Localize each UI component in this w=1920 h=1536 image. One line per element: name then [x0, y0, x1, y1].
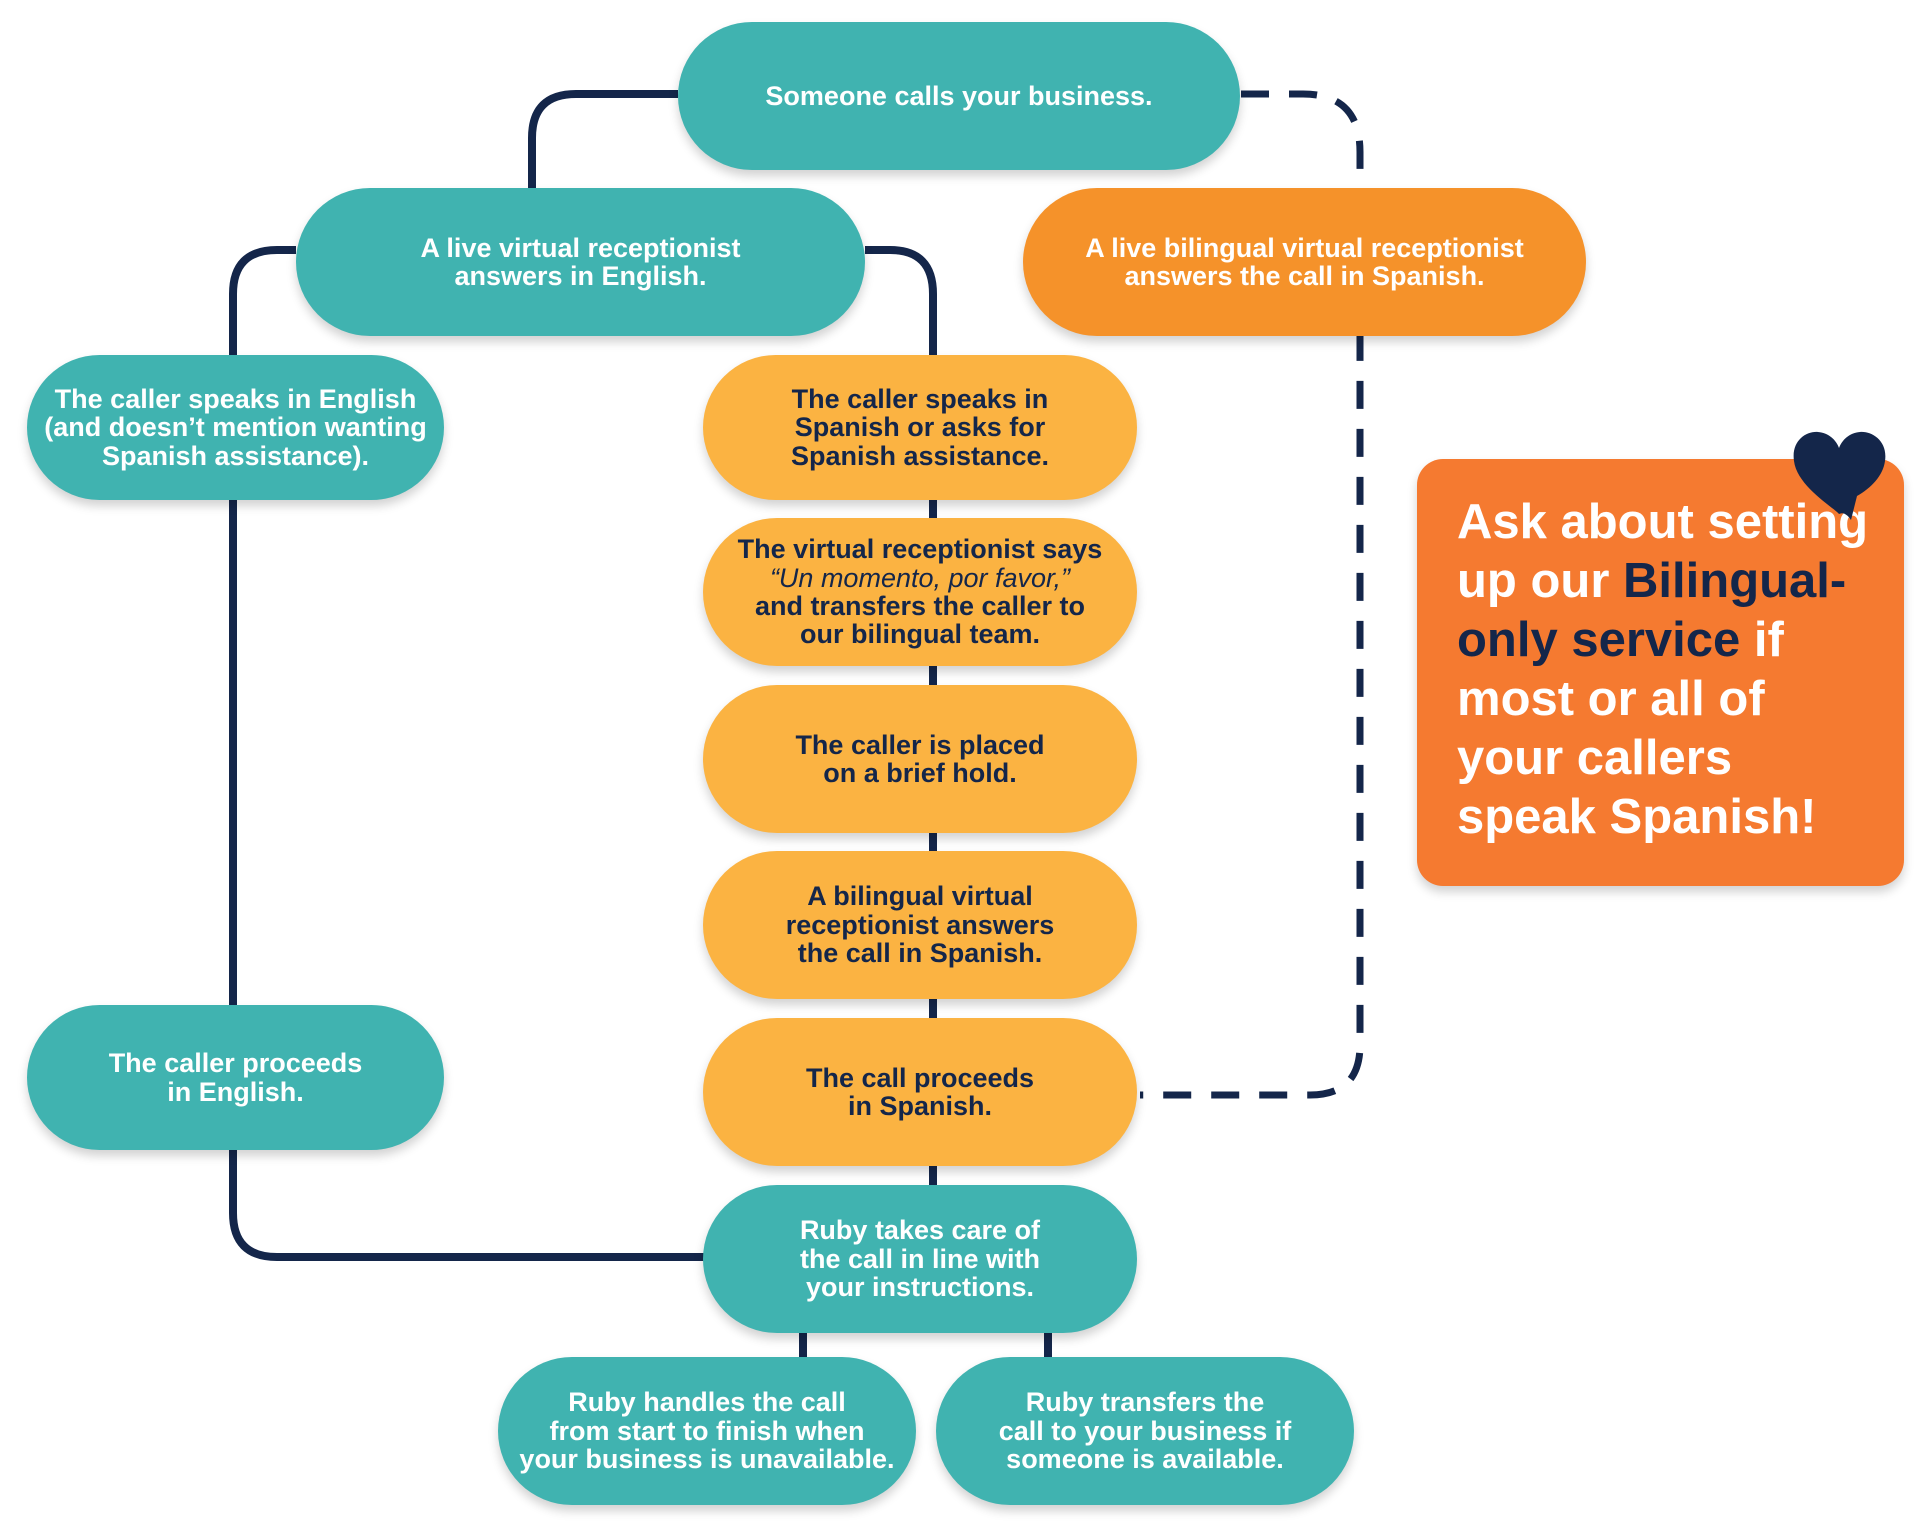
node-text: The caller speaks in — [791, 383, 1049, 414]
node-text: The virtual receptionist says — [737, 534, 1103, 565]
node-someone-calls: Someone calls your business. — [678, 22, 1240, 170]
node-text: Ruby transfers the — [1025, 1387, 1265, 1418]
node-text: the call in line with — [799, 1243, 1041, 1274]
node-bilingual-spanish-answer: A live bilingual virtual receptionist an… — [1023, 188, 1586, 336]
node-text: A live bilingual virtual receptionist — [1085, 232, 1524, 263]
node-text: call to your business if — [998, 1415, 1292, 1446]
node-text: our bilingual team. — [799, 619, 1041, 650]
node-text: Ruby handles the call — [568, 1387, 846, 1418]
node-brief-hold: The caller is placed on a brief hold. — [703, 685, 1137, 833]
node-text: your business is unavailable. — [519, 1444, 895, 1475]
node-text: The caller proceeds — [108, 1048, 363, 1079]
connector-dashed-bilingual-only — [1140, 90, 1364, 1099]
node-text: from start to finish when — [549, 1415, 865, 1446]
node-text: Spanish assistance. — [790, 440, 1050, 471]
node-text: A live virtual receptionist — [420, 232, 741, 263]
connector-english-to-left-branch — [229, 246, 296, 355]
bilingual-only-callout: Ask about setting up our Bilingual-only … — [1417, 459, 1904, 886]
node-english-answer: A live virtual receptionist answers in E… — [296, 188, 865, 336]
node-ruby-transfers-call: Ruby transfers the call to your business… — [936, 1357, 1354, 1505]
node-bilingual-receptionist-answers: A bilingual virtual receptionist answers… — [703, 851, 1137, 999]
node-text: Someone calls your business. — [765, 80, 1153, 111]
node-caller-proceeds-english: The caller proceeds in English. — [27, 1005, 444, 1150]
node-text: in English. — [167, 1076, 304, 1107]
node-text: A bilingual virtual — [807, 881, 1033, 912]
node-text: (and doesn’t mention wanting — [44, 412, 427, 443]
node-quote: “Un momento, por favor,” — [769, 562, 1071, 593]
node-text: receptionist answers — [785, 909, 1055, 940]
node-call-proceeds-spanish: The call proceeds in Spanish. — [703, 1018, 1137, 1166]
connector-start-to-english — [528, 90, 678, 190]
node-ruby-handles-call: Ruby handles the call from start to fini… — [498, 1357, 916, 1505]
node-text: The caller speaks in English — [54, 383, 417, 414]
node-text: Spanish assistance). — [101, 440, 370, 471]
node-text: on a brief hold. — [823, 758, 1017, 788]
connector-english-to-spanish-branch — [865, 246, 937, 358]
heart-speech-bubble-icon — [1793, 431, 1886, 520]
node-text: your instructions. — [805, 1272, 1035, 1303]
node-text: The call proceeds — [805, 1062, 1035, 1093]
callout-highlight: Bilingual-only service — [1457, 554, 1847, 667]
callout-text: if most or all of your callers speak Spa… — [1457, 613, 1817, 844]
node-text: answers in English. — [454, 261, 707, 291]
node-text: and transfers the caller to — [754, 591, 1086, 621]
node-text: someone is available. — [1006, 1444, 1284, 1475]
node-caller-speaks-english: The caller speaks in English (and doesn’… — [27, 355, 444, 500]
node-text: in Spanish. — [847, 1091, 993, 1121]
node-text: Spanish or asks for — [794, 412, 1046, 443]
node-text: The caller is placed — [795, 729, 1045, 760]
callout-text: Ask about setting up our — [1457, 495, 1869, 608]
node-text: Ruby takes care of — [799, 1215, 1041, 1246]
node-text: answers the call in Spanish. — [1124, 261, 1485, 291]
node-text: the call in Spanish. — [797, 938, 1043, 969]
node-transfer-to-bilingual-team: The virtual receptionist says “Un moment… — [703, 518, 1137, 666]
node-ruby-takes-care: Ruby takes care of the call in line with… — [703, 1185, 1137, 1333]
connector-left-to-ruby — [229, 1150, 704, 1261]
node-caller-speaks-spanish: The caller speaks in Spanish or asks for… — [703, 355, 1137, 500]
